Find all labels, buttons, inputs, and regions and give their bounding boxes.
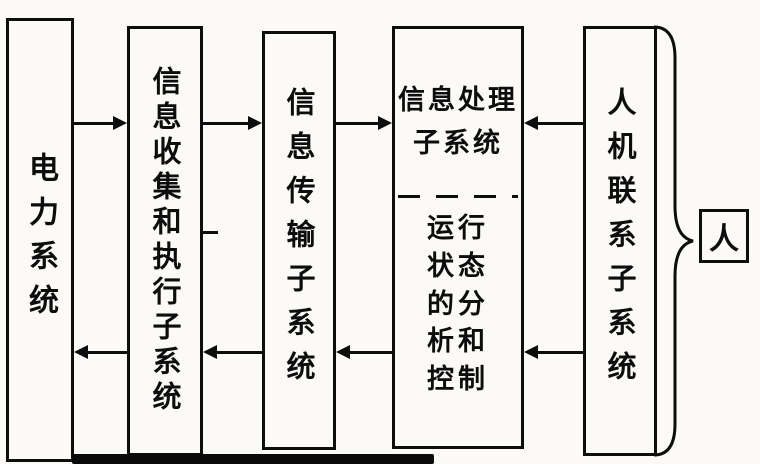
box-man-machine: 人机联系子系统	[583, 26, 657, 456]
arrow-shaft	[538, 350, 583, 354]
scan-smear	[72, 454, 434, 464]
man-machine-label: 人机联系子系统	[603, 87, 637, 395]
arrow-bottom-manmachine-to-processing	[524, 345, 583, 359]
bottom-text-row: 析和	[427, 326, 489, 358]
human-label: 人	[709, 222, 739, 257]
stray-mark	[201, 231, 218, 234]
bottom-text-row: 运行	[427, 213, 489, 244]
info-collection-label: 信息收集和执行子系统	[148, 66, 182, 416]
curly-brace-icon	[653, 25, 694, 457]
arrowhead-right-icon	[248, 116, 262, 130]
dashed-divider	[398, 195, 518, 198]
arrowhead-right-icon	[378, 116, 392, 130]
arrowhead-left-icon	[74, 345, 88, 359]
arrowhead-left-icon	[524, 345, 538, 359]
arrow-top-power-to-collection	[74, 116, 127, 130]
arrow-bottom-collection-to-power	[74, 345, 127, 359]
info-processing-title: 信息处理 子系统	[395, 79, 521, 165]
box-info-processing: 信息处理 子系统 运行 状态 的分 析和 控制	[392, 26, 524, 449]
arrowhead-left-icon	[203, 345, 217, 359]
arrow-top-transmission-to-processing	[336, 116, 392, 130]
arrow-shaft	[74, 121, 113, 125]
arrowhead-left-icon	[524, 116, 538, 130]
info-transmission-label: 信息传输子系统	[282, 86, 316, 395]
arrow-shaft	[88, 350, 127, 354]
arrow-top-manmachine-to-processing	[524, 116, 583, 130]
arrow-shaft	[350, 350, 392, 354]
bottom-text-row: 的分	[427, 288, 489, 320]
box-info-transmission: 信息传输子系统	[262, 31, 336, 450]
power-system-label: 电力系统	[23, 152, 58, 328]
info-processing-title-line2: 子系统	[413, 128, 503, 160]
info-processing-bottom-text: 运行 状态 的分 析和 控制	[395, 210, 521, 399]
box-info-collection: 信息收集和执行子系统	[127, 26, 203, 456]
info-processing-title-line1: 信息处理	[398, 85, 518, 116]
arrow-bottom-transmission-to-collection	[203, 345, 262, 359]
bottom-text-row: 状态	[427, 250, 489, 282]
arrowhead-right-icon	[113, 116, 127, 130]
box-power-system: 电力系统	[6, 18, 74, 462]
arrow-bottom-processing-to-transmission	[336, 345, 392, 359]
arrow-shaft	[203, 121, 248, 125]
arrow-shaft	[538, 121, 583, 125]
bottom-text-row: 控制	[427, 364, 489, 396]
arrowhead-left-icon	[336, 345, 350, 359]
arrow-shaft	[217, 350, 262, 354]
arrow-top-collection-to-transmission	[203, 116, 262, 130]
arrow-shaft	[336, 121, 378, 125]
box-human: 人	[699, 209, 749, 263]
